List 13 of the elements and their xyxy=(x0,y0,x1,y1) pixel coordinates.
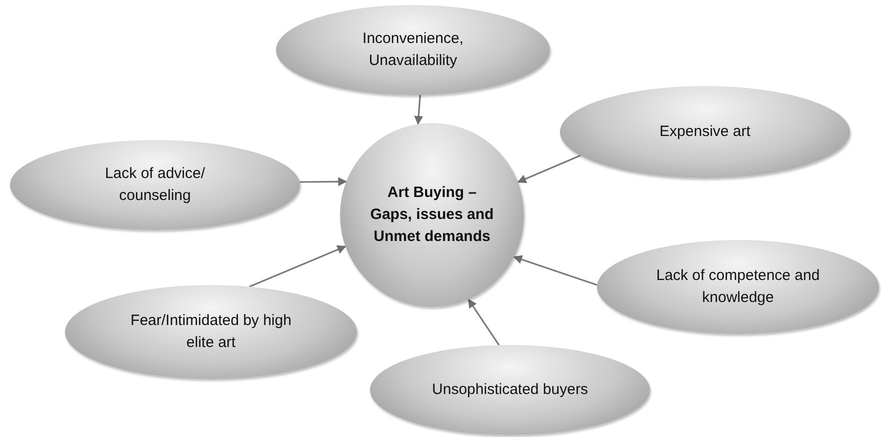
node-label: Unsophisticated buyers xyxy=(432,380,588,400)
arrow xyxy=(468,298,500,346)
arrow xyxy=(249,245,346,288)
node-label: Lack of competence and knowledge xyxy=(655,266,821,308)
arrow xyxy=(517,154,581,184)
arrow xyxy=(300,177,348,186)
node-label: Fear/Intimidated by high elite art xyxy=(130,311,292,353)
node-label: Lack of advice/ counseling xyxy=(104,164,206,206)
node-label: Art Buying – Gaps, issues and Unmet demands xyxy=(369,183,495,247)
arrow xyxy=(414,94,424,125)
node-label: Inconvenience, Unavailability xyxy=(362,29,464,71)
arrow xyxy=(513,255,598,286)
node-label: Expensive art xyxy=(660,122,750,142)
